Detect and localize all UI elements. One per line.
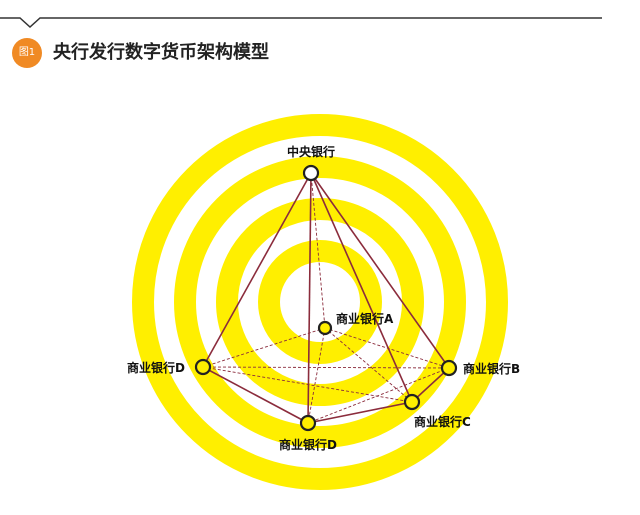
edge-central-bankDbottom <box>307 172 312 424</box>
label-bankC: 商业银行C <box>414 414 471 429</box>
label-bankD-bottom: 商业银行D <box>279 437 337 452</box>
nodes <box>194 164 458 432</box>
node-central <box>302 164 320 182</box>
edge-central-bankA <box>310 172 326 329</box>
edge-bankDleft-bankB <box>202 366 450 369</box>
edge-central-bankDleft <box>202 172 312 368</box>
ring-outer <box>132 114 508 490</box>
node-bankB <box>440 359 458 377</box>
edge-bankDleft-bankDbottom <box>202 366 309 424</box>
header-divider <box>0 17 602 29</box>
ring-second <box>174 156 466 448</box>
node-labels: 中央银行 商业银行A 商业银行B 商业银行C 商业银行D 商业银行D <box>127 144 520 452</box>
edge-central-bankB <box>310 172 450 369</box>
page-title: 央行发行数字货币架构模型 <box>53 42 269 63</box>
label-central: 中央银行 <box>287 144 335 159</box>
label-bankD-left: 商业银行D <box>127 360 185 375</box>
concentric-rings <box>132 114 508 490</box>
solid-edges <box>202 172 450 424</box>
edge-bankA-bankC <box>324 327 413 403</box>
edge-bankA-bankDbottom <box>307 327 326 424</box>
ring-inner <box>258 240 382 364</box>
edge-bankA-bankDleft <box>202 327 326 368</box>
edge-central-bankC <box>310 172 413 403</box>
ring-third <box>216 198 424 406</box>
edge-bankB-bankDbottom <box>307 367 450 424</box>
label-bankA: 商业银行A <box>336 311 394 326</box>
node-bankD-left <box>194 358 212 376</box>
header: 图1 央行发行数字货币架构模型 <box>0 0 640 80</box>
label-bankB: 商业银行B <box>463 361 520 376</box>
edge-bankA-bankB <box>324 327 450 369</box>
edge-bankDbottom-bankC <box>307 401 413 424</box>
edge-bankC-bankB <box>411 367 450 403</box>
node-bankD-bottom <box>299 414 317 432</box>
figure-badge: 图1 <box>12 38 42 68</box>
dashed-edges <box>202 172 450 424</box>
node-bankC <box>403 393 421 411</box>
node-bankA <box>317 320 333 336</box>
